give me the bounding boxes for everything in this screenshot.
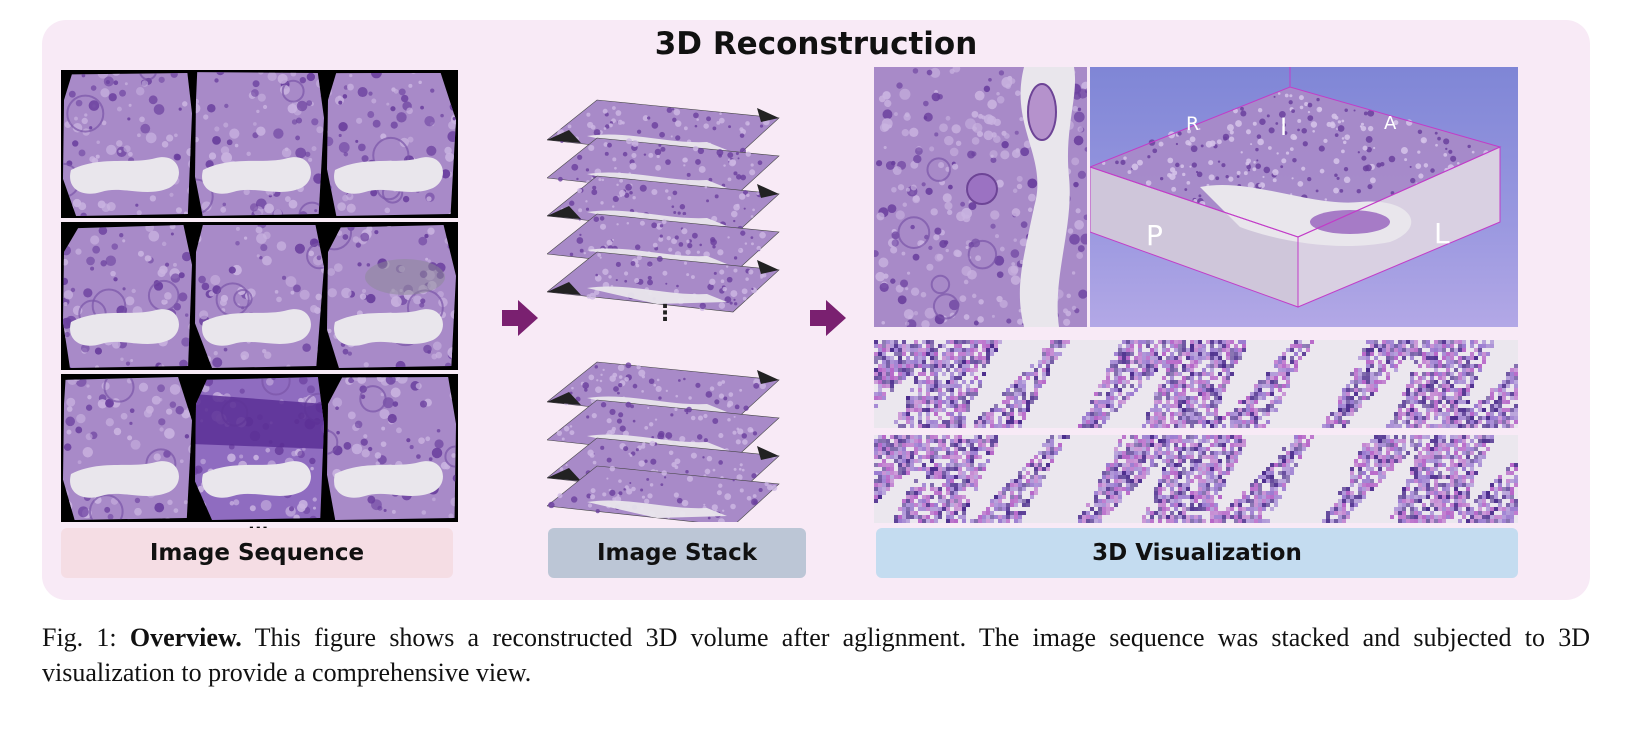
- arrow-right-icon: [502, 300, 538, 336]
- sequence-tile: [61, 70, 194, 218]
- axis-label-i: I: [1280, 113, 1288, 141]
- axis-label-a: A: [1384, 113, 1397, 134]
- label-3d-visualization: 3D Visualization: [876, 528, 1518, 578]
- figure-panel: 3D Reconstruction ... Image Sequence ⋮ I…: [42, 20, 1590, 600]
- sequence-tile: [325, 70, 458, 218]
- sequence-tile: [193, 70, 326, 218]
- sequence-tile: [325, 374, 458, 522]
- sequence-tile: [61, 222, 194, 370]
- figure-title: 3D Reconstruction: [654, 26, 978, 62]
- 3d-volume-render: R I A P L: [1090, 67, 1518, 327]
- axis-label-p: P: [1146, 219, 1163, 252]
- cross-section-strip-1: [874, 340, 1518, 428]
- axis-label-r: R: [1186, 113, 1200, 135]
- label-image-sequence: Image Sequence: [61, 528, 453, 578]
- caption-text: This figure shows a reconstructed 3D vol…: [42, 623, 1591, 687]
- sequence-tile: [325, 222, 458, 370]
- figure-caption: Fig. 1: Overview. This figure shows a re…: [42, 620, 1590, 690]
- caption-bold: Overview.: [129, 623, 242, 652]
- image-stack-illustration: [547, 99, 780, 522]
- tissue-2d-slice: [874, 67, 1087, 327]
- cross-section-strip-2: [874, 435, 1518, 523]
- stack-vertical-ellipsis: ⋮: [654, 301, 676, 326]
- label-image-stack: Image Stack: [548, 528, 806, 578]
- axis-label-l: L: [1434, 217, 1450, 250]
- sequence-tile: [193, 222, 326, 370]
- caption-prefix: Fig. 1:: [42, 623, 117, 652]
- sequence-tile: [61, 374, 194, 522]
- sequence-tile: [193, 374, 326, 522]
- arrow-right-icon: [810, 300, 846, 336]
